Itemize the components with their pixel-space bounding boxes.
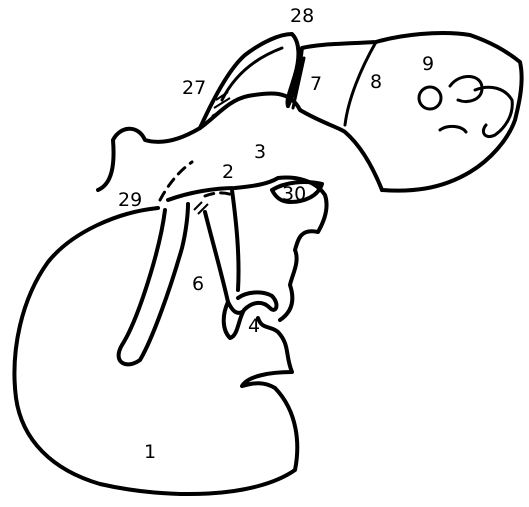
left-stalk-outline bbox=[119, 204, 188, 364]
label-8: 8 bbox=[370, 71, 382, 93]
region-9-hole-c bbox=[440, 126, 466, 132]
label-6: 6 bbox=[192, 273, 204, 295]
label-27: 27 bbox=[182, 77, 206, 99]
region-9-hole-a bbox=[419, 87, 441, 109]
label-4: 4 bbox=[248, 315, 260, 337]
label-30: 30 bbox=[282, 183, 306, 205]
region-2-dashed-line-lower bbox=[205, 193, 232, 196]
label-28: 28 bbox=[290, 5, 314, 27]
label-7: 7 bbox=[310, 73, 322, 95]
label-1: 1 bbox=[144, 441, 156, 463]
label-2: 2 bbox=[222, 161, 234, 183]
label-29: 29 bbox=[118, 189, 142, 211]
label-3: 3 bbox=[254, 141, 266, 163]
label-9: 9 bbox=[422, 53, 434, 75]
region-7-8-9-outline bbox=[288, 33, 522, 191]
middle-stalk-outline bbox=[205, 190, 242, 313]
region-3-outline bbox=[98, 93, 382, 190]
